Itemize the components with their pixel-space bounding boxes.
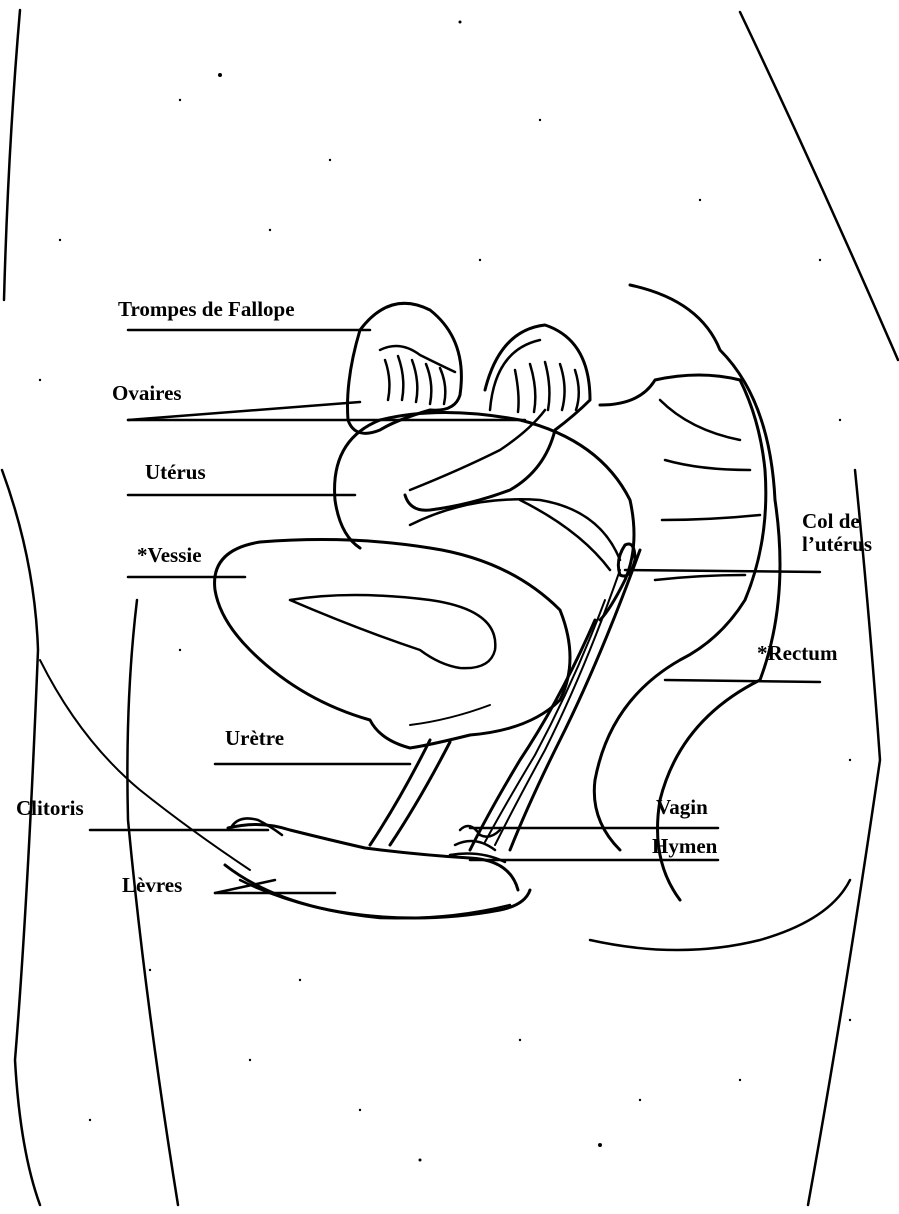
label-labia: Lèvres [122, 873, 182, 897]
vagina-shape [470, 544, 640, 850]
label-cervix: Col de l’utérus [802, 510, 872, 556]
label-bladder: *Vessie [137, 543, 202, 567]
body-outline [2, 10, 898, 1205]
speckle-texture [39, 21, 851, 1162]
label-clitoris: Clitoris [16, 796, 84, 820]
rectum-shape [590, 285, 850, 950]
label-uterus: Utérus [145, 460, 206, 484]
fallopian-tubes-shape [348, 303, 591, 510]
label-vagina: Vagin [656, 795, 708, 819]
label-rectum: *Rectum [757, 641, 837, 665]
label-urethra: Urètre [225, 726, 284, 750]
uterus-shape [335, 413, 634, 621]
label-fallopian-tubes: Trompes de Fallope [118, 297, 295, 321]
leader-lines [90, 330, 820, 893]
bladder-shape [215, 540, 570, 748]
urethra-shape [370, 740, 450, 845]
leader-line-rectum [665, 680, 820, 682]
leader-line-cervix [625, 570, 820, 572]
label-ovaries: Ovaires [112, 381, 182, 405]
label-hymen: Hymen [652, 834, 717, 858]
